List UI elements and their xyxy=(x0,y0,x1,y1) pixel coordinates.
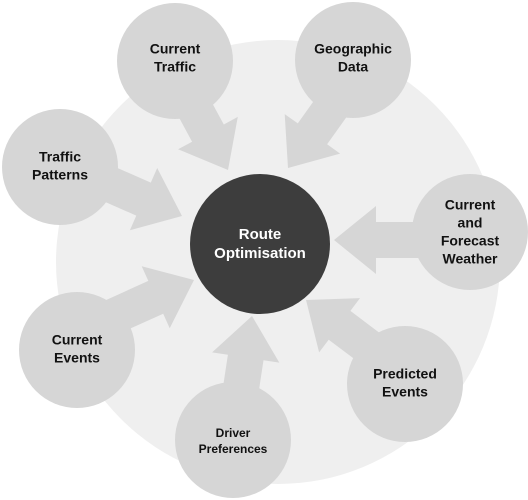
node-predicted-events: Predicted Events xyxy=(347,326,463,442)
node-circle xyxy=(19,292,135,408)
node-label-line: Current xyxy=(52,332,103,348)
node-label-line: Preferences xyxy=(199,442,268,456)
node-label-line: Patterns xyxy=(32,167,88,183)
node-current-traffic: Current Traffic xyxy=(117,3,233,119)
node-label-line: Events xyxy=(54,350,100,366)
node-current-events: Current Events xyxy=(19,292,135,408)
center-label-line: Route xyxy=(239,226,282,243)
node-driver-preferences: Driver Preferences xyxy=(175,382,291,498)
node-label-line: Driver xyxy=(216,426,251,440)
node-label-line: Data xyxy=(338,59,369,75)
center-node: Route Optimisation xyxy=(190,174,330,314)
node-circle xyxy=(2,109,118,225)
node-label-line: Geographic xyxy=(314,41,392,57)
arrow-current-events xyxy=(102,266,194,335)
arrow-driver-preferences xyxy=(212,316,280,398)
node-circle xyxy=(412,174,528,290)
center-circle xyxy=(190,174,330,314)
node-label-line: Weather xyxy=(443,251,499,267)
node-label-line: Traffic xyxy=(154,59,196,75)
node-label-line: Current xyxy=(445,197,496,213)
node-circle xyxy=(117,3,233,119)
arrow-weather xyxy=(334,206,420,274)
node-label-line: Traffic xyxy=(39,149,81,165)
node-geographic-data: Geographic Data xyxy=(295,2,411,118)
node-label-line: and xyxy=(458,215,483,231)
node-circle xyxy=(175,382,291,498)
node-label-line: Predicted xyxy=(373,366,437,382)
node-circle xyxy=(295,2,411,118)
node-traffic-patterns: Traffic Patterns xyxy=(2,109,118,225)
node-label-line: Events xyxy=(382,384,428,400)
center-label-line: Optimisation xyxy=(214,245,306,262)
node-circle xyxy=(347,326,463,442)
node-weather: Current and Forecast Weather xyxy=(412,174,528,290)
node-label-line: Current xyxy=(150,41,201,57)
node-label-line: Forecast xyxy=(441,233,500,249)
